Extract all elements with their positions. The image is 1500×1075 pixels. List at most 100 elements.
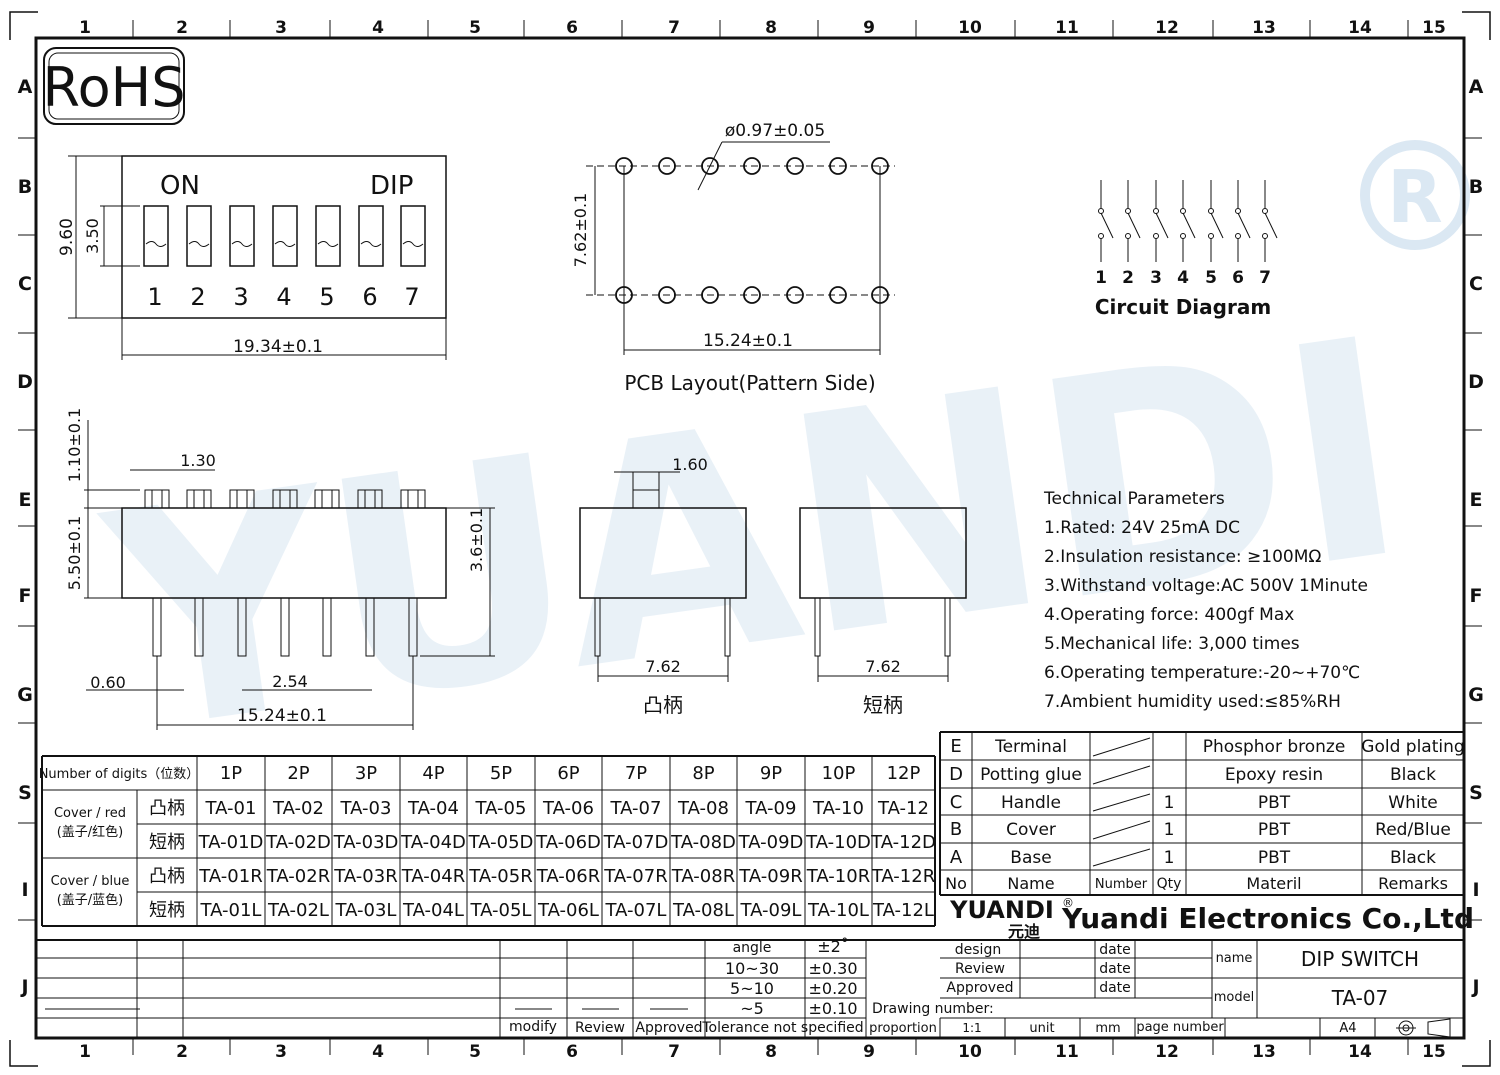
frame-col-7: 7 [668,18,680,38]
digits-header: Number of digits（位数） [39,767,200,782]
on-label: ON [160,171,200,201]
dim-span: 15.24±0.1 [237,706,327,726]
dim-pin-width: 0.60 [90,673,126,692]
part-number: TA-07L [605,900,667,921]
rev-review: Review [575,1020,625,1036]
technical-parameters: Technical Parameters 1.Rated: 24V 25mA D… [1043,489,1368,712]
digit-col-header: 6P [557,763,579,784]
part-number: TA-09 [745,798,797,819]
group-label-cn: (盖子/蓝色) [57,892,124,908]
actuator [144,489,170,509]
frame-row-right-J: J [1470,976,1479,998]
part-number: TA-04 [407,798,459,819]
tech-line: 3.Withstand voltage:AC 500V 1Minute [1044,576,1368,596]
part-number: TA-12R [871,866,935,887]
digit-col-header: 1P [220,763,242,784]
position-number: 3 [233,283,248,311]
drawing-number-label: Drawing number: [872,1001,994,1017]
part-number: TA-02L [267,900,329,921]
bom-remarks: White [1388,793,1437,813]
bom-name: Cover [1006,820,1056,840]
end-view-flat: 7.62 短柄 [799,507,967,717]
title-block: YUANDI 元迪 ® Yuandi Electronics Co.,Ltd d… [36,894,1474,1038]
actuator-type: 短柄 [149,832,185,853]
frame-col-bottom-14: 14 [1348,1042,1372,1062]
tolerance-range: angle [733,940,772,956]
design-label: design [955,942,1001,958]
bom-material: PBT [1258,820,1291,840]
frame-row-I: I [21,879,28,901]
logo-reg: ® [1062,896,1074,910]
side-view: 1.30 1.10±0.1 5.50±0.1 3.6±0.1 0.60 2.54… [65,408,495,730]
circuit-number: 1 [1095,268,1107,288]
unit-label: unit [1029,1021,1054,1036]
bom-remarks: Gold plating [1361,737,1464,757]
bom-name: Handle [1001,793,1061,813]
pcb-hole [743,286,761,304]
pin [237,597,247,657]
end-flat-dim-width: 7.62 [865,657,901,676]
part-number: TA-10 [812,798,864,819]
frame-row-right-S: S [1469,782,1483,804]
pin [365,597,375,657]
frame-col-bottom-8: 8 [765,1042,777,1062]
frame-col-bottom-15: 15 [1422,1042,1446,1062]
pcb-hole [658,157,676,175]
part-number: TA-10D [805,832,871,853]
tolerance-value: ±2˚ [817,937,849,956]
pcb-caption: PCB Layout(Pattern Side) [624,371,875,395]
part-number: TA-05L [470,900,532,921]
dim-width: 19.34±0.1 [233,337,323,357]
bom-name: Potting glue [980,765,1082,785]
actuator [272,489,298,509]
name-label: name [1216,951,1253,966]
pcb-row-spacing: 7.62±0.1 [571,193,590,267]
part-number: TA-09R [738,866,802,887]
digit-col-header: 12P [887,763,921,784]
company-name: Yuandi Electronics Co.,Ltd [1061,902,1474,935]
part-number: TA-08D [670,832,736,853]
frame-row-right-A: A [1469,76,1484,98]
part-number: TA-04L [402,900,464,921]
bom-no: B [950,819,962,840]
part-number: TA-01 [205,798,257,819]
pin [194,597,204,657]
switch-slot [186,205,212,267]
position-number: 4 [276,283,291,311]
bom-remarks: Red/Blue [1375,820,1451,840]
end-raised-dim-width: 7.62 [645,657,681,676]
part-number: TA-02R [266,866,330,887]
dim-pitch: 2.54 [272,672,308,691]
tolerance-value: ±0.10 [808,999,857,1018]
bom-material: Epoxy resin [1225,765,1323,785]
frame-row-D: D [17,371,33,393]
part-number: TA-03L [335,900,397,921]
bom-remarks: Black [1390,765,1436,785]
switch-slot [229,205,255,267]
part-number: TA-04R [401,866,465,887]
watermark-reg-icon: R [1360,140,1470,250]
frame-col-11: 11 [1055,18,1079,38]
model-value: TA-07 [1331,986,1389,1010]
dim-actuator: 1.10±0.1 [65,408,84,482]
model-label: model [1214,990,1254,1005]
pcb-hole [786,286,804,304]
part-number: TA-06 [542,798,594,819]
part-number: TA-07R [603,866,667,887]
position-number: 1 [147,283,162,311]
position-number: 7 [404,283,419,311]
actuator-type: 短柄 [149,900,185,921]
digit-col-header: 5P [490,763,512,784]
pcb-hole [615,286,633,304]
rev-approved: Approved [635,1020,702,1036]
approved-label: Approved [946,980,1013,996]
digit-col-header: 3P [355,763,377,784]
frame-col-bottom-3: 3 [275,1042,287,1062]
pcb-hole [786,157,804,175]
bom-qty: 1 [1164,793,1175,813]
bom-no: D [949,764,963,785]
part-number: TA-07D [603,832,669,853]
frame-row-right-C: C [1469,273,1483,295]
